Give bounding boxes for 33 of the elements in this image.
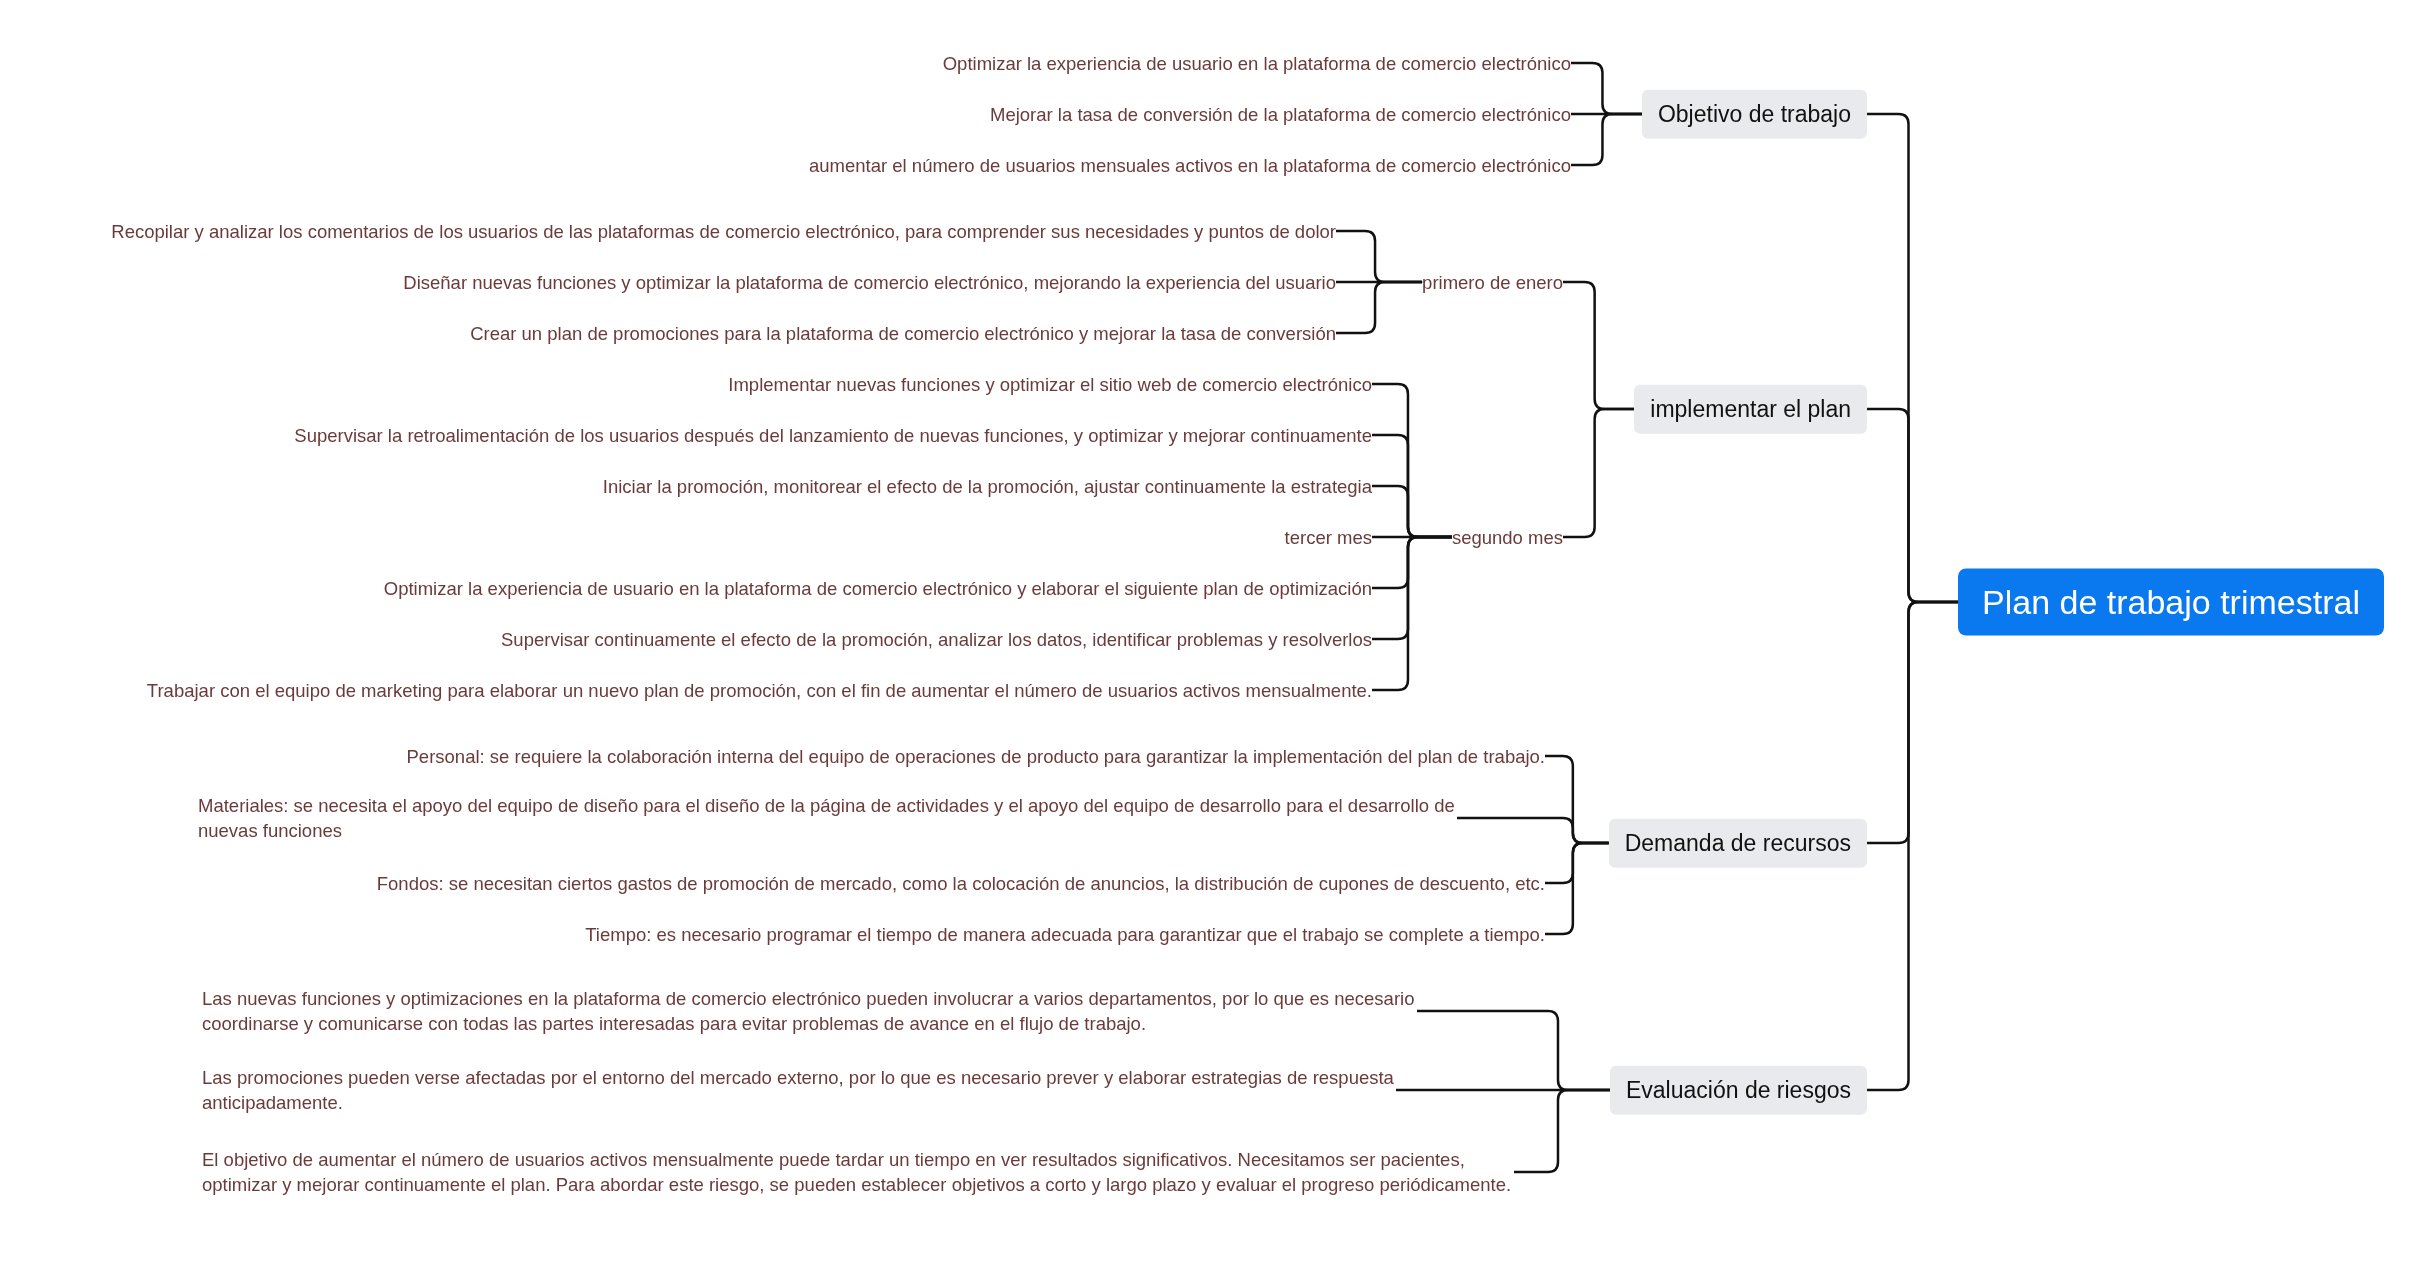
- branch-text: Implementar nuevas funciones y optimizar el sitio web de comercio electrónico: [728, 371, 1372, 397]
- topic-box: Evaluación de riesgos: [1609, 1065, 1867, 1115]
- branch-text: Optimizar la experiencia de usuario en la plataforma de comercio electrónico: [942, 50, 1571, 76]
- branch-text: Las nuevas funciones y optimizaciones en la plataforma de comercio electrónico pueden involucrar a varios departamentos, por lo que es necesario coordinarse y comunicarse con todas las partes interesadas para evitar problemas de avance en el flujo de trabajo.: [202, 986, 1417, 1036]
- branch-text: Diseñar nuevas funciones y optimizar la plataforma de comercio electrónico, mejorando la experiencia del usuario: [403, 269, 1336, 295]
- brace-connector: [1571, 112, 1642, 167]
- branch-text: Materiales: se necesita el apoyo del equipo de diseño para el diseño de la página de actividades y el apoyo del equipo de desarrollo para el desarrollo de nuevas funciones: [198, 793, 1457, 843]
- branch-text: Tiempo: es necesario programar el tiempo de manera adecuada para garantizar que el trabajo se complete a tiempo.: [585, 921, 1545, 947]
- topic-box: Objetivo de trabajo: [1641, 89, 1867, 139]
- branch-text: El objetivo de aumentar el número de usuarios activos mensualmente puede tardar un tiempo en ver resultados significativos. Necesitamos ser pacientes, optimizar y mejorar continuamente el plan. Para abordar este riesgo, se pueden establecer objetivos a corto y largo plazo y evaluar el progreso periódicamente.: [202, 1147, 1514, 1197]
- branch-text: segundo mes: [1451, 524, 1563, 550]
- branch-text: primero de enero: [1422, 269, 1563, 295]
- branch-text: Mejorar la tasa de conversión de la plataforma de comercio electrónico: [990, 101, 1571, 127]
- branch-text: Personal: se requiere la colaboración interna del equipo de operaciones de producto para garantizar la implementación del plan de trabajo.: [406, 743, 1545, 769]
- brace-connector: [1372, 535, 1452, 692]
- branch-text: Crear un plan de promociones para la plataforma de comercio electrónico y mejorar la tasa de conversión: [470, 320, 1336, 346]
- branch-text: Fondos: se necesitan ciertos gastos de promoción de mercado, como la colocación de anuncios, la distribución de cupones de descuento, etc.: [376, 870, 1545, 896]
- branch-text: Supervisar la retroalimentación de los usuarios después del lanzamiento de nuevas funciones, y optimizar y mejorar continuamente: [294, 422, 1372, 448]
- branch-text: aumentar el número de usuarios mensuales activos en la plataforma de comercio electrónico: [809, 152, 1571, 178]
- topic-box: Demanda de recursos: [1608, 818, 1867, 868]
- branch-text: Trabajar con el equipo de marketing para elaborar un nuevo plan de promoción, con el fin de aumentar el número de usuarios activos mensualmente.: [146, 677, 1372, 703]
- branch-text: Recopilar y analizar los comentarios de los usuarios de las plataformas de comercio electrónico, para comprender sus necesidades y puntos de dolor: [111, 218, 1336, 244]
- central-topic-box: Plan de trabajo trimestral: [1958, 568, 2384, 636]
- branch-text: Supervisar continuamente el efecto de la promoción, analizar los datos, identificar problemas y resolverlos: [501, 626, 1372, 652]
- branch-text: Las promociones pueden verse afectadas por el entorno del mercado externo, por lo que es necesario prever y elaborar estrategias de respuesta anticipadamente.: [202, 1065, 1396, 1115]
- brace-connector: [1867, 600, 1958, 1092]
- brace-connector: [1514, 1088, 1610, 1174]
- branch-text: Optimizar la experiencia de usuario en la plataforma de comercio electrónico y elaborar el siguiente plan de optimización: [383, 575, 1372, 601]
- branch-text: tercer mes: [1284, 524, 1372, 550]
- brace-connector: [1336, 280, 1423, 335]
- branch-text: Iniciar la promoción, monitorear el efecto de la promoción, ajustar continuamente la estrategia: [602, 473, 1372, 499]
- brace-connector: [1545, 841, 1609, 936]
- topic-box: implementar el plan: [1634, 384, 1867, 434]
